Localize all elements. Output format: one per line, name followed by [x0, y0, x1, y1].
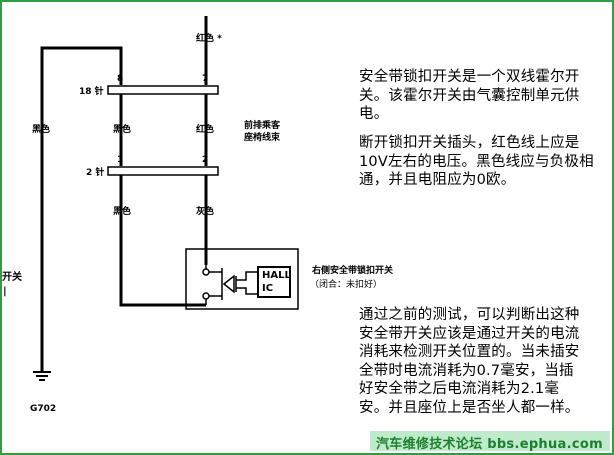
- connector-18-pin-left: 8: [117, 74, 124, 84]
- connector-2-name: 2 针: [86, 168, 105, 178]
- contact-bottom: [202, 292, 210, 300]
- harness-label-line1: 前排乘客: [244, 121, 281, 131]
- hall-lead-top: [236, 271, 257, 281]
- low-left-wire-label: 黑色: [113, 207, 132, 217]
- hall-ic-label-line1: HALL: [262, 270, 291, 281]
- red-wire-top-label: 红色 *: [196, 34, 222, 44]
- connector-2-pin-left: 1: [117, 155, 124, 165]
- switch-enclosure: [185, 248, 299, 310]
- forum-footer-text: 汽车维修技术论坛 bbs.ephua.com: [376, 437, 603, 452]
- forum-footer-bar: 汽车维修技术论坛 bbs.ephua.com: [370, 431, 610, 452]
- hall-ic-box: HALL IC: [257, 266, 291, 298]
- contact-top: [202, 268, 210, 276]
- connector-18-name: 18 针: [79, 87, 104, 97]
- black-wire-low: [119, 175, 206, 307]
- hall-lead-bottom: [236, 287, 257, 295]
- black-wire-left: [40, 46, 123, 372]
- left-wire-label: 黑色: [32, 125, 51, 135]
- harness-label-line2: 座椅线束: [244, 133, 281, 143]
- connector-2-pin-right: 2: [202, 155, 209, 165]
- diode-symbol: [222, 274, 235, 294]
- ground-label: G702: [30, 404, 57, 414]
- hall-ic-label-line2: IC: [262, 283, 274, 294]
- mid-right-wire-label: 红色: [196, 125, 215, 135]
- connector-2-body: [107, 166, 219, 176]
- mid-left-wire-label: 黑色: [113, 125, 132, 135]
- paragraph-1: 安全带锁扣开关是一个双线霍尔开关。该霍尔开关由气囊控制单元供电。: [359, 69, 580, 122]
- paragraph-3: 通过之前的测试，可以判断出这种安全带开关应该是通过开关的电流消耗来检测开关位置的…: [359, 307, 580, 416]
- switch-title: 右侧安全带锁扣开关: [312, 266, 394, 276]
- connector-18-pin-right: 7: [202, 74, 209, 84]
- left-edge-fragment: 开关: [2, 272, 22, 283]
- low-right-wire-label: 灰色: [196, 207, 215, 217]
- switch-state: （闭合：未扣好）: [310, 280, 383, 290]
- left-edge-bar: |: [3, 286, 7, 297]
- connector-18-body: [107, 85, 219, 95]
- paragraph-2: 断开锁扣开关插头，红色线上应是10V左右的电压。黑色线应与负极相通，并且电阻应为…: [359, 135, 594, 188]
